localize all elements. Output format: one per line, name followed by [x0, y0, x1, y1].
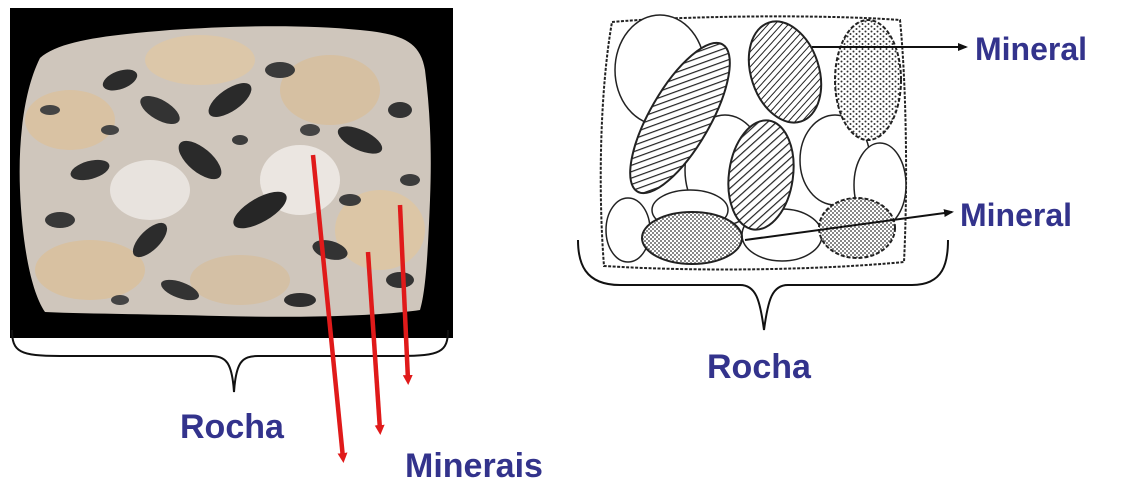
label-mineral-bottom: Mineral: [960, 197, 1072, 233]
rock-brace-left: [12, 330, 448, 392]
rock-photo: [10, 8, 453, 338]
rock-schematic: [601, 12, 906, 269]
label-rock-left: Rocha: [180, 408, 285, 446]
label-minerals: Minerais: [405, 447, 543, 479]
grain-dotted-2: [642, 212, 742, 264]
grain-dotted-1: [835, 20, 901, 140]
label-rock-right: Rocha: [707, 348, 812, 386]
label-mineral-top: Mineral: [975, 31, 1087, 67]
